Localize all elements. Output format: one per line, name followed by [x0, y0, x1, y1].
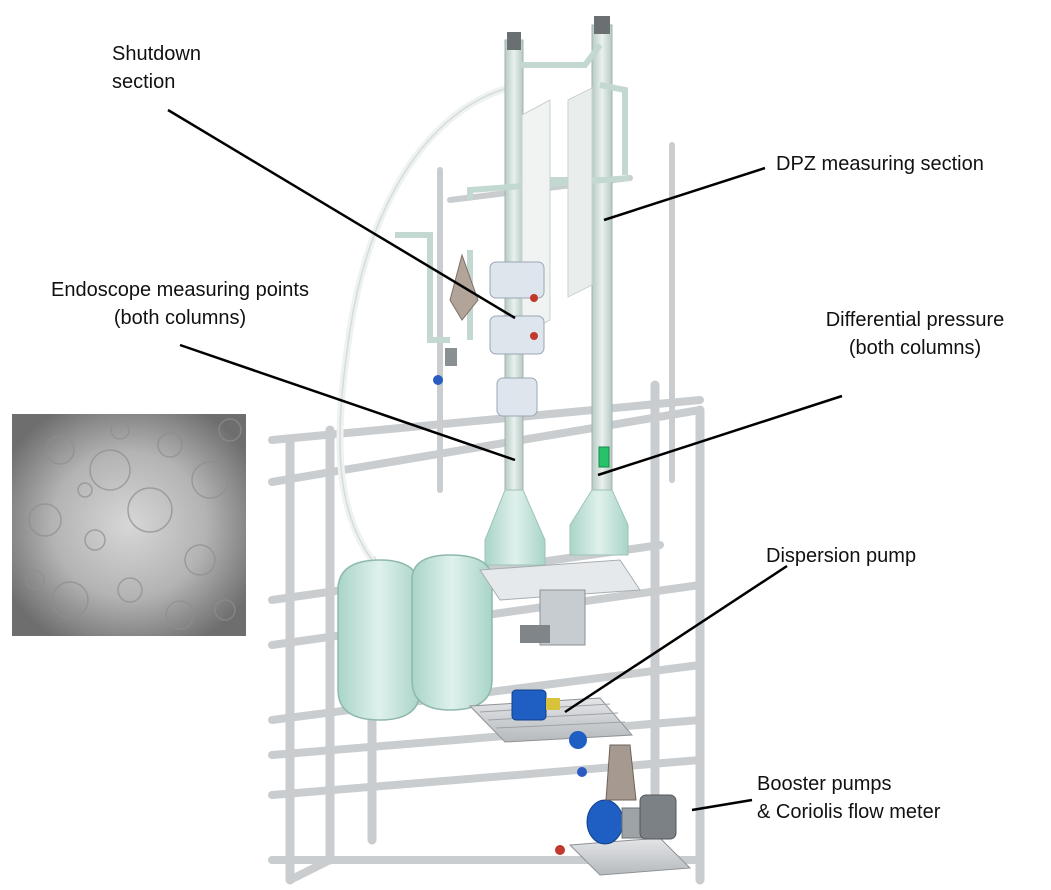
tanks [337, 554, 493, 721]
dispersion-pump-assembly [468, 689, 634, 749]
label-shutdown-section: Shutdown section [112, 43, 201, 93]
label-dispersion-pump: Dispersion pump [766, 545, 917, 567]
label-differential-pressure: Differential pressure (both columns) [825, 309, 1005, 359]
scaffold-frame [268, 142, 705, 885]
endoscope-image [12, 414, 246, 636]
column-bottoms [484, 489, 629, 566]
booster-pump-assembly [555, 744, 692, 876]
leader-lines [167, 108, 843, 812]
pressure-sensor [598, 446, 610, 468]
label-booster-pumps: Booster pumps & Coriolis flow meter [757, 773, 941, 823]
label-endoscope-measuring-points: Endoscope measuring points (both columns… [51, 279, 309, 329]
leader-dpz [603, 166, 766, 222]
leader-booster [691, 798, 753, 812]
mixing-platform [479, 559, 641, 646]
leader-differential [597, 394, 843, 477]
label-dpz-measuring-section: DPZ measuring section [776, 153, 984, 175]
hose [336, 84, 509, 578]
leader-endoscope [179, 343, 516, 462]
leader-dispersion [564, 564, 788, 714]
leader-shutdown [167, 108, 516, 320]
